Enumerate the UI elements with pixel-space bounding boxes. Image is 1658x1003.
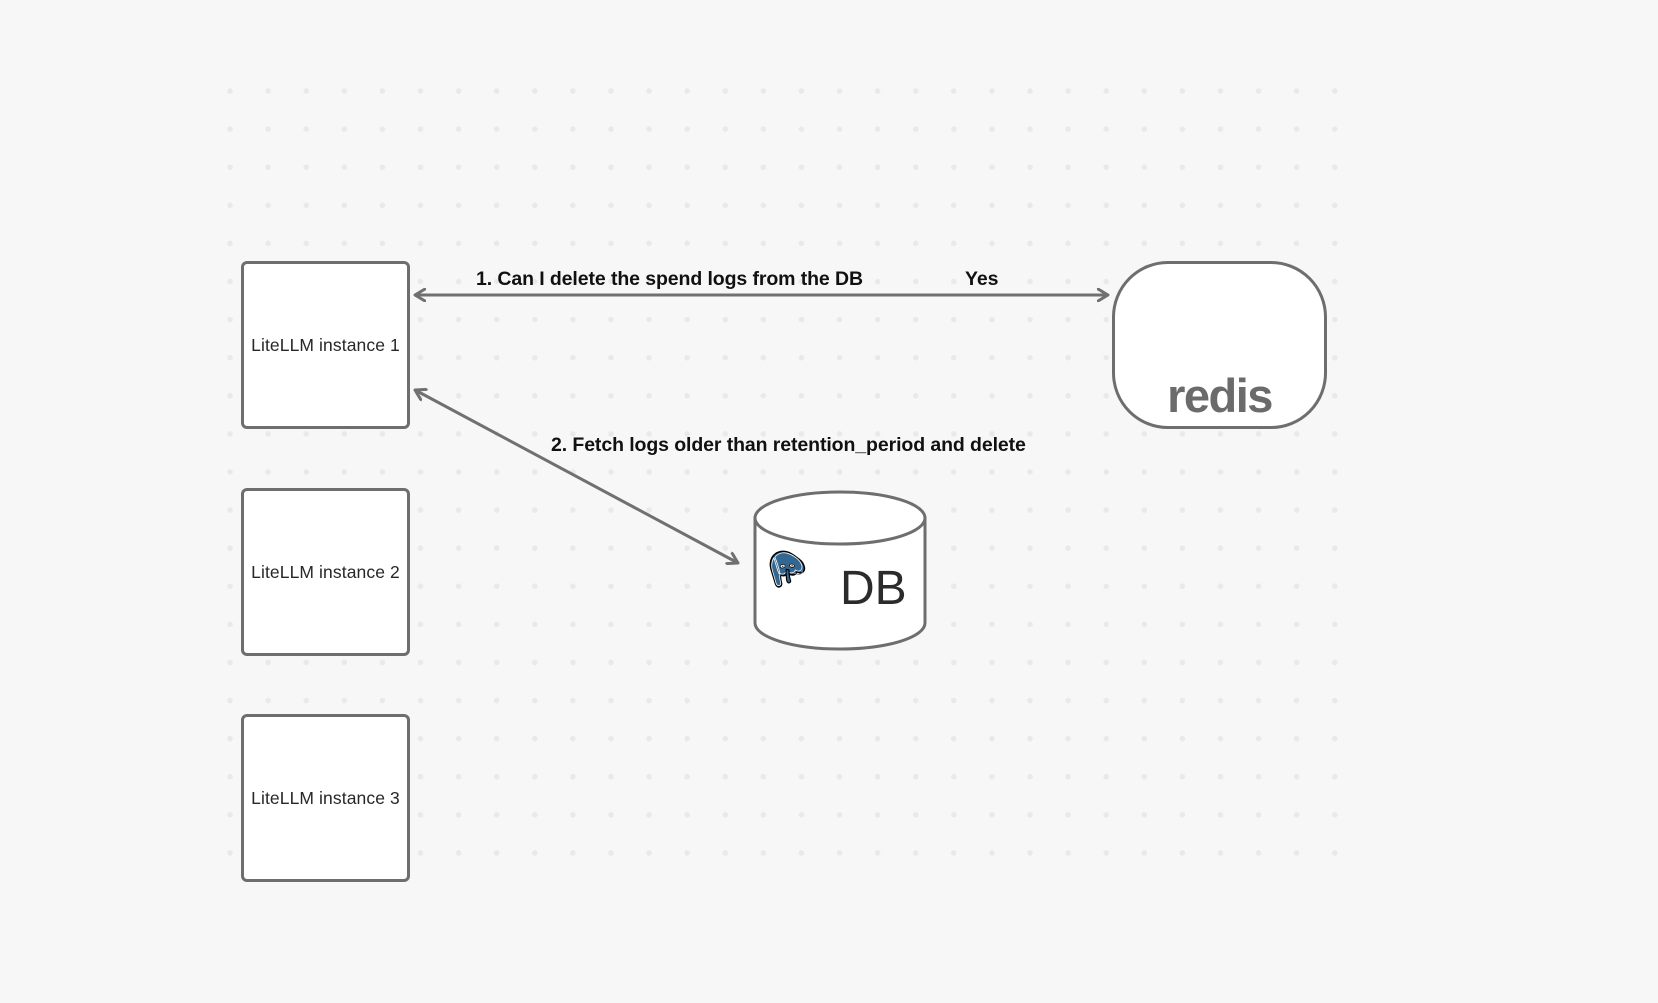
node-label: LiteLLM instance 3: [251, 787, 400, 808]
edge-litellm1-to-db: [415, 390, 738, 563]
db-text-label: DB: [840, 562, 907, 615]
node-litellm-instance-3[interactable]: LiteLLM instance 3: [241, 714, 410, 882]
edge-label-1: 1. Can I delete the spend logs from the …: [476, 268, 863, 290]
redis-wordmark: redis: [1167, 368, 1273, 422]
node-litellm-instance-1[interactable]: LiteLLM instance 1: [241, 261, 410, 429]
edge-label-2: 2. Fetch logs older than retention_perio…: [551, 434, 1026, 456]
postgresql-elephant-logo: [769, 550, 806, 588]
node-label: LiteLLM instance 2: [251, 561, 400, 582]
node-redis[interactable]: redis: [1112, 261, 1327, 429]
edge-label-yes: Yes: [965, 268, 999, 290]
node-label: LiteLLM instance 1: [251, 334, 400, 355]
node-litellm-instance-2[interactable]: LiteLLM instance 2: [241, 488, 410, 656]
